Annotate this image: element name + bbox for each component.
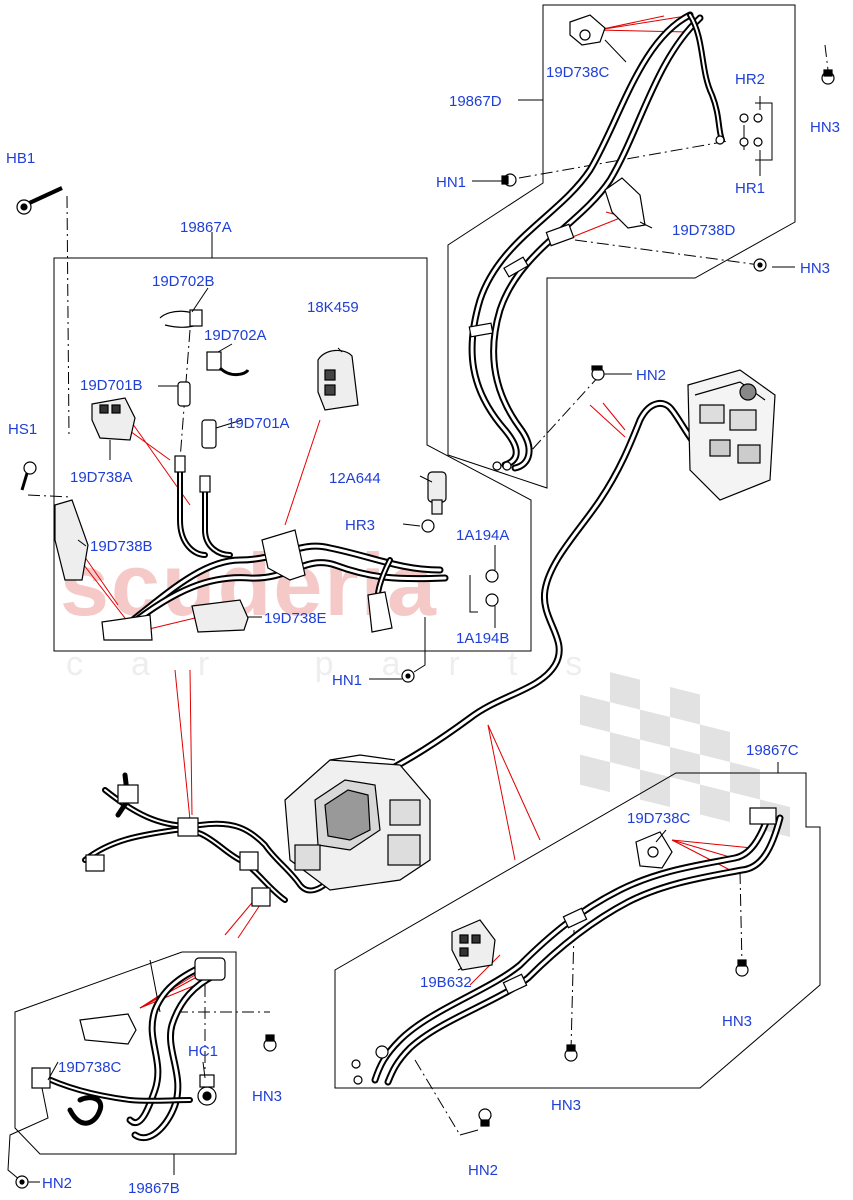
frame-19867A <box>53 257 532 652</box>
evaporator-unit <box>687 369 776 501</box>
insulator-18K459 <box>317 349 359 411</box>
seal-HR3 <box>421 519 435 533</box>
label-HB1: HB1 <box>6 150 35 167</box>
components <box>31 14 777 1106</box>
nut-HN2-top-icon <box>591 365 605 381</box>
label-HN3-left: HN3 <box>252 1088 282 1105</box>
label-12A644: 12A644 <box>329 470 381 487</box>
frames <box>14 4 821 1155</box>
clips-19867C <box>351 807 777 1085</box>
bolt-HB1-icon <box>16 186 63 215</box>
label-19D738E: 19D738E <box>264 610 327 627</box>
pipes-19867D <box>468 11 725 472</box>
label-HC1: HC1 <box>188 1043 218 1060</box>
nut-HN3-right-icon <box>735 959 749 977</box>
cap-19D702B <box>159 309 203 328</box>
label-HR1: HR1 <box>735 180 765 197</box>
label-19867D: 19867D <box>449 93 502 110</box>
bracket-19D738C-left <box>79 1013 137 1045</box>
main-long-pipe <box>366 400 704 784</box>
label-1A194B: 1A194B <box>456 630 509 647</box>
bracket-19D738C-top <box>569 14 606 46</box>
callout-lines <box>28 39 795 1183</box>
nut-HN2-left-icon <box>15 1175 29 1189</box>
label-HN3-top: HN3 <box>810 119 840 136</box>
bracket-19D738A <box>91 397 136 441</box>
label-HS1: HS1 <box>8 421 37 438</box>
label-HR3: HR3 <box>345 517 375 534</box>
bracket-19D738B <box>54 499 89 581</box>
label-18K459: 18K459 <box>307 299 359 316</box>
nut-HN3-left-icon <box>263 1034 277 1052</box>
label-19D738B: 19D738B <box>90 538 153 555</box>
label-19D738A: 19D738A <box>70 469 133 486</box>
label-19867A: 19867A <box>180 219 232 236</box>
dashdot-lines <box>27 44 829 1136</box>
nut-HN1-mid-icon <box>401 669 415 683</box>
checker-pattern <box>580 672 790 837</box>
pipes <box>37 11 784 1142</box>
label-HN3-mid: HN3 <box>800 260 830 277</box>
label-HN3-rbottom: HN3 <box>551 1097 581 1114</box>
frame-19867B <box>14 951 237 1155</box>
labels: 19867D 19D738C HR2 HR1 HN3 HN1 19D738D H… <box>6 64 840 1197</box>
label-19D738C-left: 19D738C <box>58 1059 122 1076</box>
nut-HN3-mid-icon <box>753 258 767 272</box>
bracket-19D738C-right <box>635 831 673 869</box>
label-19867C: 19867C <box>746 742 799 759</box>
seals-1A194 <box>485 569 499 607</box>
label-19D702B: 19D702B <box>152 273 215 290</box>
label-19D738D: 19D738D <box>672 222 736 239</box>
label-19D702A: 19D702A <box>204 327 267 344</box>
label-19D738C-right: 19D738C <box>627 810 691 827</box>
connector-19867B <box>31 957 226 1089</box>
label-19D701A: 19D701A <box>227 415 290 432</box>
frame-19867D <box>447 4 796 489</box>
label-19867B: 19867B <box>128 1180 180 1197</box>
nut-HN2-bottom-icon <box>478 1108 492 1127</box>
label-HN1-mid: HN1 <box>332 672 362 689</box>
label-1A194A: 1A194A <box>456 527 509 544</box>
label-19B632: 19B632 <box>420 974 472 991</box>
valve-19D701B <box>174 381 191 473</box>
sensor-12A644 <box>427 471 447 515</box>
bracket-19D738D <box>604 177 646 229</box>
nut-HN3-top-icon <box>821 69 835 85</box>
fasteners <box>15 69 835 1189</box>
frame-19867C <box>334 772 821 1089</box>
label-19D738C-top: 19D738C <box>546 64 610 81</box>
label-HN2-top: HN2 <box>636 367 666 384</box>
hr-rings <box>715 113 763 147</box>
valve-19D701A <box>199 419 217 493</box>
bracket-19D738E <box>191 599 249 633</box>
harness-blocks <box>85 784 271 907</box>
nut-HN1-top-icon <box>501 173 517 187</box>
label-HN1-top: HN1 <box>436 174 466 191</box>
cap-19D702A <box>206 351 250 377</box>
pipes-19867C <box>371 808 784 1086</box>
bracket-19B632 <box>451 919 496 971</box>
pipes-19867B <box>37 961 219 1142</box>
leader-lines <box>79 15 753 1009</box>
manifold-19867A <box>101 529 393 641</box>
label-HR2: HR2 <box>735 71 765 88</box>
label-HN3-right: HN3 <box>722 1013 752 1030</box>
label-HN2-left: HN2 <box>42 1175 72 1192</box>
screw-HS1-icon <box>20 461 37 491</box>
nut-HN3-rbottom-icon <box>564 1044 578 1062</box>
label-HN2-bottom: HN2 <box>468 1162 498 1179</box>
clip-HC1 <box>197 1074 217 1106</box>
hvac-module <box>284 754 431 891</box>
label-19D701B: 19D701B <box>80 377 143 394</box>
clip-19867D-mid <box>468 223 575 471</box>
